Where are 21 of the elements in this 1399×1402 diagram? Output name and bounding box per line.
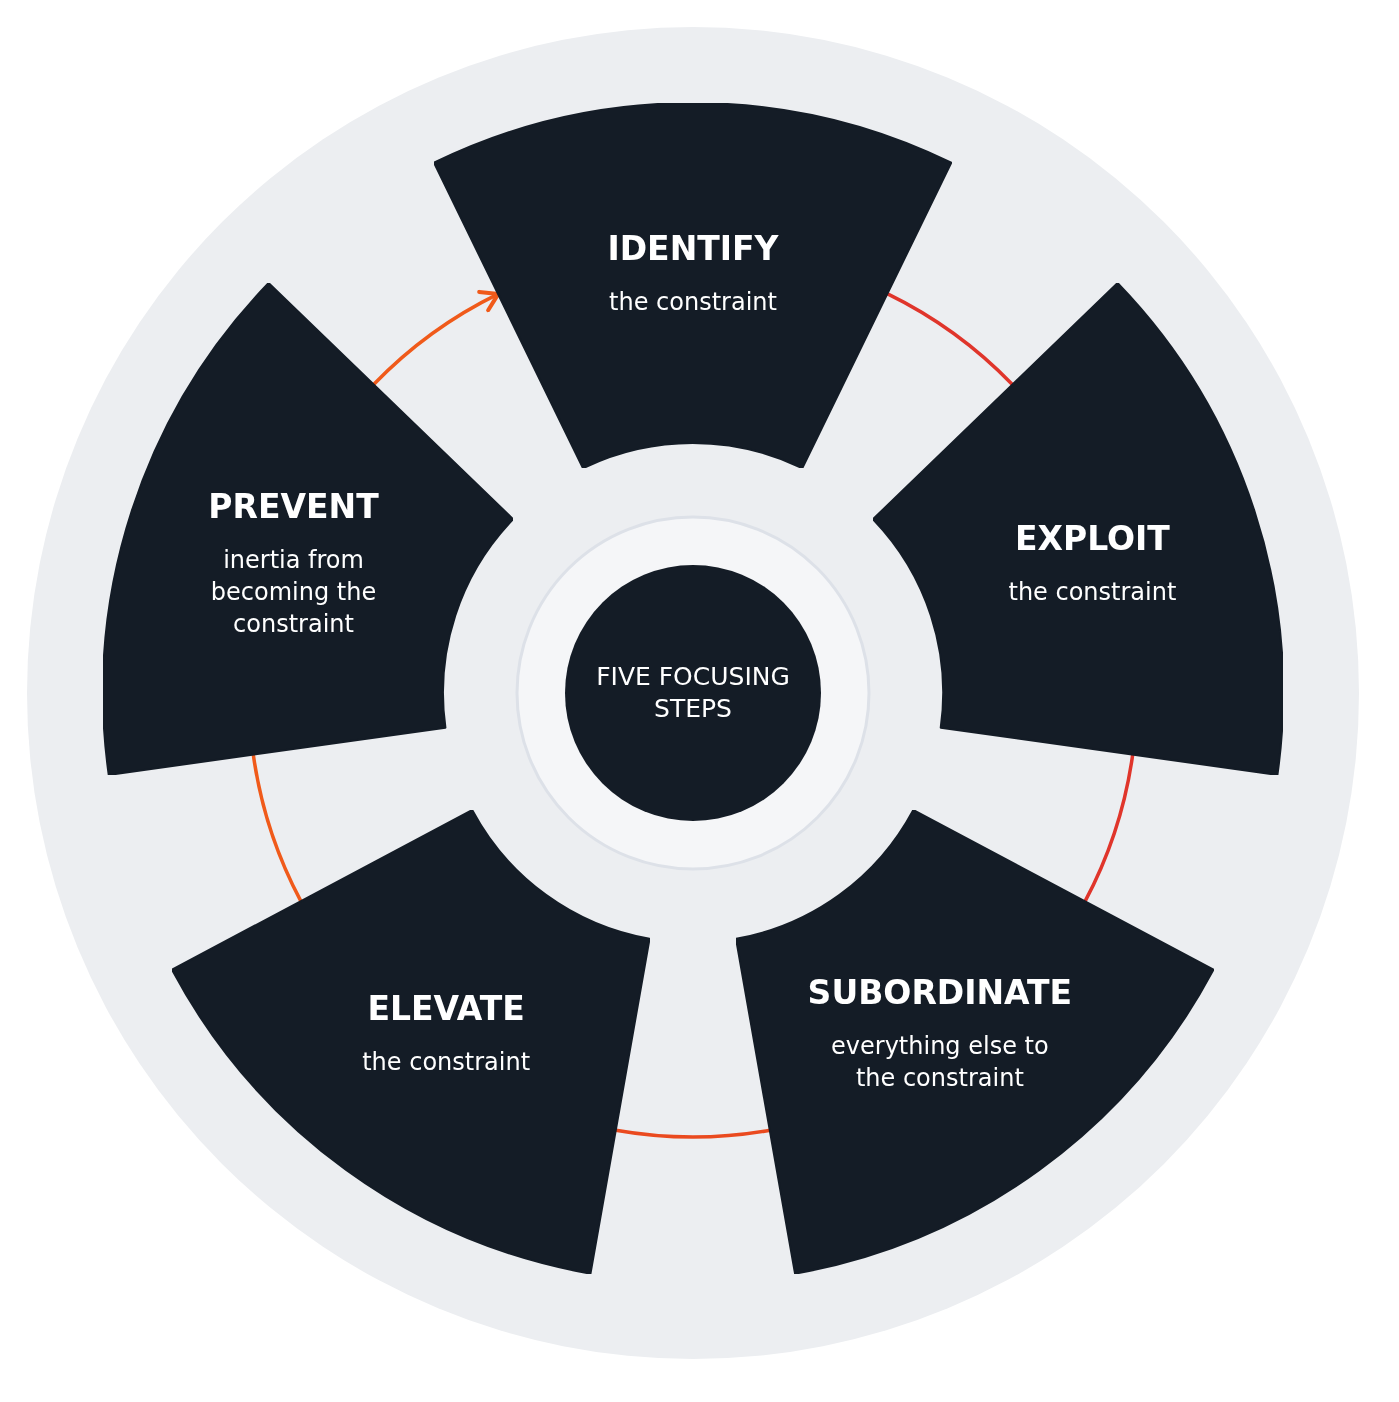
step-description: the constraint	[608, 286, 778, 318]
step-title: PREVENT	[207, 486, 380, 526]
cycle-arrow	[372, 290, 501, 386]
cycle-connector	[615, 1128, 771, 1139]
step-title: SUBORDINATE	[807, 972, 1073, 1012]
cycle-connector	[1083, 754, 1135, 903]
step-segment	[872, 283, 1283, 776]
step-description: everything else to the constraint	[830, 1030, 1050, 1094]
cycle-connector	[251, 754, 303, 903]
step-description: the constraint	[1008, 576, 1177, 608]
step-segment	[172, 810, 650, 1274]
center-title: FIVE FOCUSING STEPS	[595, 661, 791, 725]
step-segment	[434, 103, 952, 469]
step-description: the constraint	[362, 1046, 531, 1078]
step-title: IDENTIFY	[607, 228, 779, 268]
step-title: ELEVATE	[366, 988, 526, 1028]
step-title: EXPLOIT	[1014, 518, 1171, 558]
cycle-connector	[886, 292, 1014, 386]
step-segment	[736, 810, 1214, 1274]
step-description: inertia from becoming the constraint	[209, 544, 378, 640]
step-segment	[103, 283, 514, 776]
